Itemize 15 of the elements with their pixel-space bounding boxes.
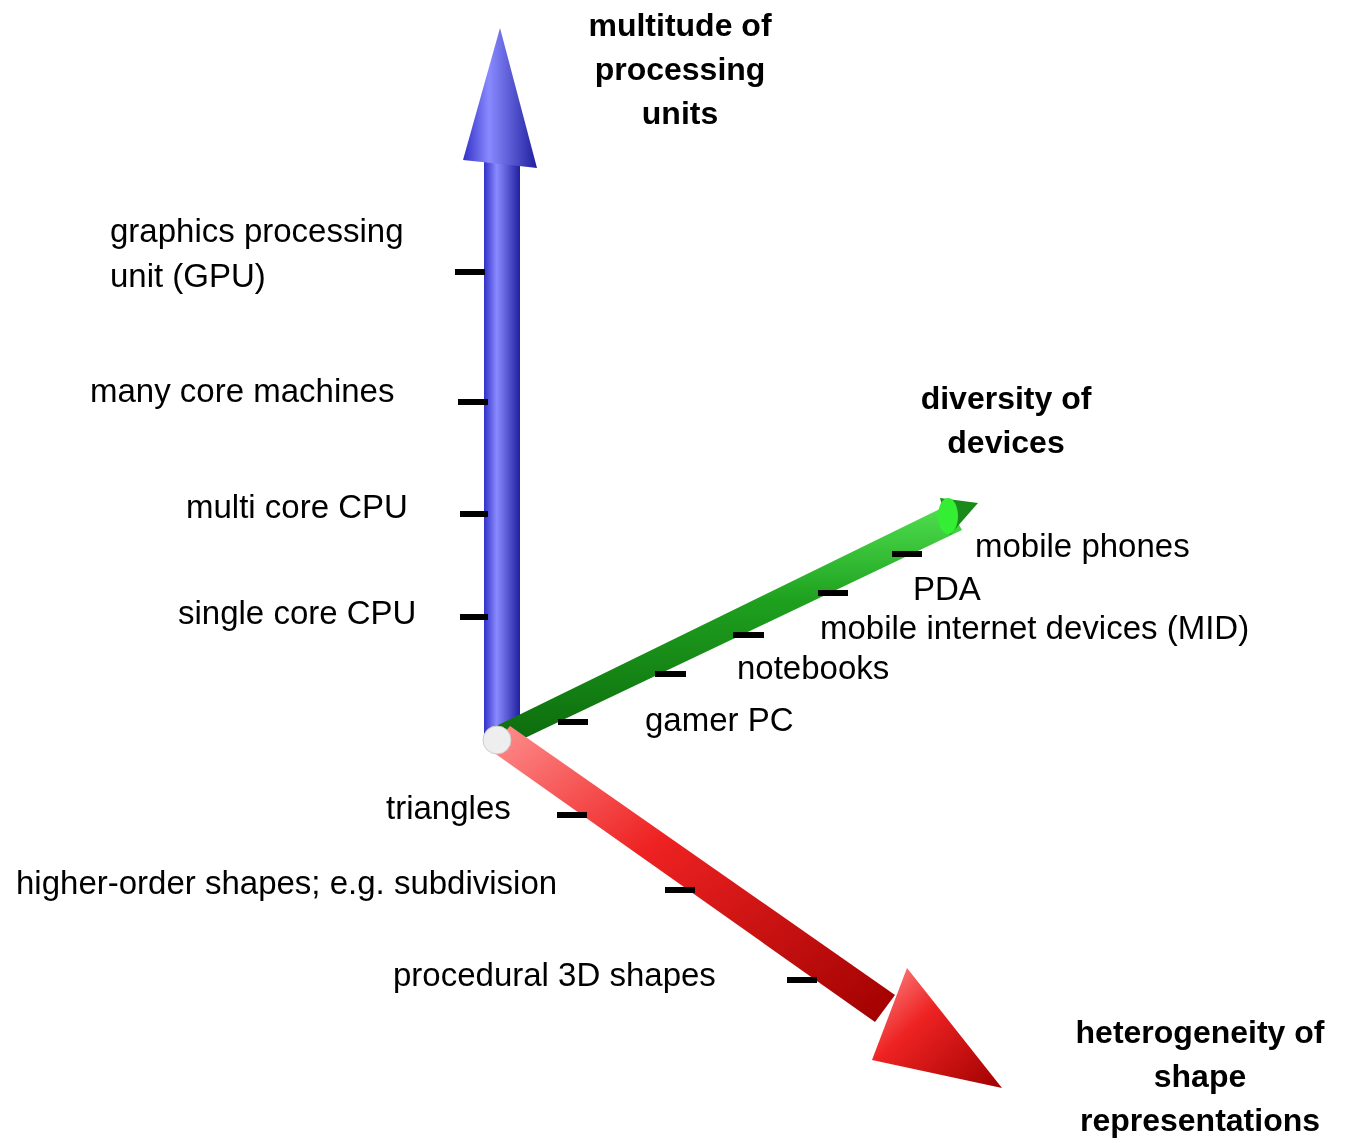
tick-label: many core machines bbox=[90, 371, 395, 411]
tick-label: higher-order shapes; e.g. subdivision bbox=[16, 863, 558, 903]
tick-label: graphics processing unit (GPU) bbox=[110, 211, 405, 296]
tick-label: procedural 3D shapes bbox=[393, 955, 716, 995]
tick-label: multi core CPU bbox=[186, 487, 408, 527]
axis-title: multitude of processing units bbox=[587, 6, 773, 133]
tick-label: gamer PC bbox=[645, 700, 794, 740]
tick-label: PDA bbox=[913, 569, 981, 609]
tick-label: notebooks bbox=[737, 648, 890, 688]
tick-label: mobile internet devices (MID) bbox=[820, 608, 1250, 648]
axis-title: diversity of devices bbox=[919, 379, 1093, 462]
tick-label: mobile phones bbox=[975, 526, 1190, 566]
axis-title: heterogeneity of shape representations bbox=[1074, 1013, 1326, 1140]
tick-label: single core CPU bbox=[178, 593, 417, 633]
tick-label: triangles bbox=[386, 788, 511, 828]
